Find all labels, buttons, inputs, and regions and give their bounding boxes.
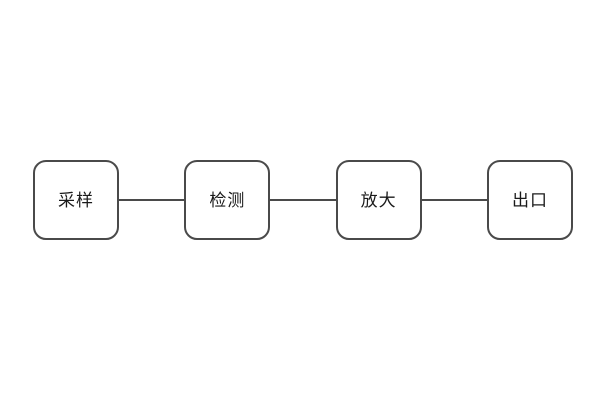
node-label: 检测 — [209, 190, 246, 210]
connector-line — [270, 199, 336, 201]
flow-node-outlet: 出口 — [486, 160, 573, 240]
connector-line — [119, 199, 185, 201]
flow-node-sampling: 采样 — [33, 160, 119, 240]
flowchart: 采样 检测 放大 出口 — [33, 160, 573, 240]
flow-node-detection: 检测 — [184, 160, 271, 240]
node-label: 放大 — [360, 190, 397, 210]
flow-node-amplify: 放大 — [335, 160, 422, 240]
node-label: 出口 — [511, 190, 548, 210]
connector-line — [421, 199, 487, 201]
node-label: 采样 — [58, 190, 94, 210]
